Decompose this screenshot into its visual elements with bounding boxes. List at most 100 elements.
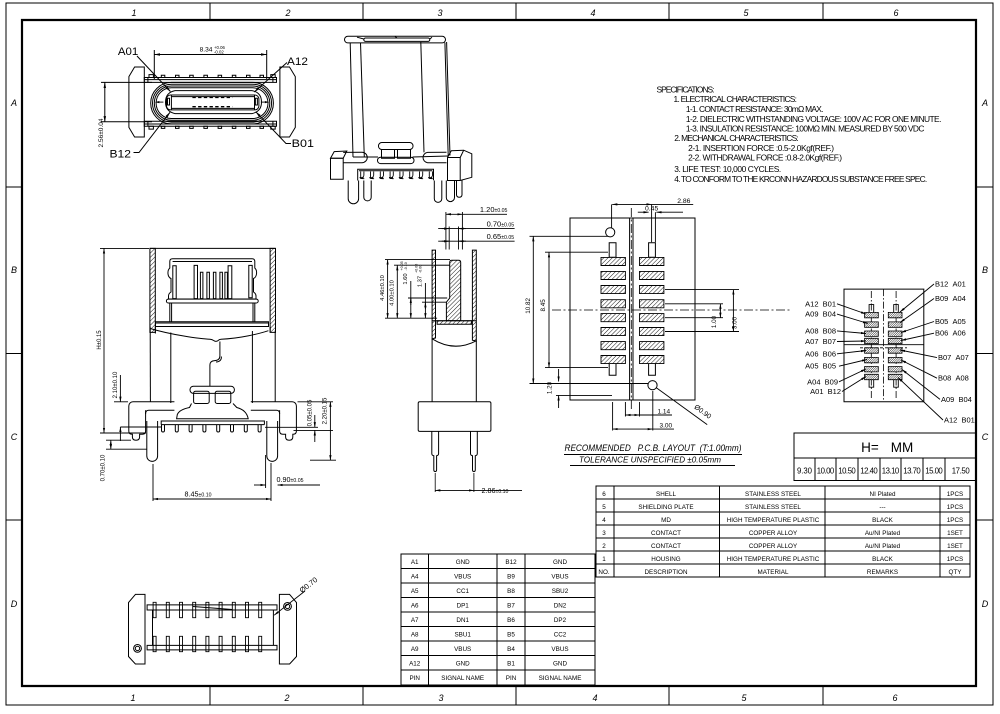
svg-text:Au/NI Plated: Au/NI Plated [865,543,901,550]
svg-text:A5: A5 [411,588,419,595]
svg-text:HIGH TEMPERATURE PLASTIC: HIGH TEMPERATURE PLASTIC [727,556,820,563]
svg-text:3: 3 [437,8,442,18]
svg-text:10.50: 10.50 [838,467,856,476]
svg-text:B12: B12 [505,559,517,566]
svg-text:5: 5 [743,8,749,18]
svg-text:2: 2 [602,543,606,550]
svg-text:H±0.15: H±0.15 [97,330,103,350]
svg-text:0.05±0.05: 0.05±0.05 [308,399,314,426]
svg-text:9.30: 9.30 [797,467,813,476]
svg-text:PIN: PIN [409,675,420,682]
svg-text:1.37: 1.37 [417,276,423,287]
svg-text:B06 A06: B06 A06 [935,329,966,338]
svg-text:GND: GND [456,661,470,668]
svg-text:1: 1 [602,556,606,563]
svg-text:A05 B05: A05 B05 [805,362,836,371]
svg-text:2.20±0.15: 2.20±0.15 [323,397,329,424]
svg-text:B01: B01 [292,138,314,150]
svg-text:4: 4 [590,8,595,18]
svg-text:B4: B4 [507,646,515,653]
svg-text:H=: H= [861,440,879,455]
svg-text:10.00: 10.00 [817,467,835,476]
svg-text:VBUS: VBUS [551,574,568,581]
svg-text:15.00: 15.00 [925,467,943,476]
svg-text:B08 A08: B08 A08 [938,374,969,383]
svg-text:B5: B5 [507,632,515,639]
svg-text:1: 1 [131,8,136,18]
svg-text:C: C [982,432,989,442]
svg-text:2: 2 [284,8,290,18]
svg-text:3.00: 3.00 [660,422,673,429]
svg-text:CONTACT: CONTACT [651,543,681,550]
svg-text:A9: A9 [411,646,419,653]
svg-text:1PCS: 1PCS [947,517,963,524]
svg-text:VBUS: VBUS [551,646,568,653]
svg-text:Au/NI Plated: Au/NI Plated [865,530,901,537]
svg-text:NO.: NO. [598,569,609,576]
svg-text:A12 B01: A12 B01 [944,416,975,425]
svg-text:1SET: 1SET [947,530,963,537]
svg-text:A09 B04: A09 B04 [941,395,972,404]
svg-text:17.50: 17.50 [952,467,971,476]
svg-text:A12 B01: A12 B01 [805,299,836,308]
svg-text:SHIELDING PLATE: SHIELDING PLATE [638,504,693,511]
svg-text:0.65±0.05: 0.65±0.05 [487,232,515,241]
svg-text:0.70±0.10: 0.70±0.10 [101,454,107,481]
svg-text:6: 6 [893,8,898,18]
svg-text:MD: MD [661,517,671,524]
svg-text:13.10: 13.10 [882,467,900,476]
svg-text:RECOMMENDED P.C.B. LAYOUT (: RECOMMENDED P.C.B. LAYOUT (T:1.00mm) [565,443,742,454]
svg-text:1.20: 1.20 [547,381,554,394]
svg-text:CC2: CC2 [554,632,567,639]
svg-text:VBUS: VBUS [454,574,471,581]
svg-text:DP2: DP2 [554,617,567,624]
svg-text:COPPER ALLOY: COPPER ALLOY [749,543,798,550]
svg-text:1.60: 1.60 [403,273,409,284]
svg-text:VBUS: VBUS [454,646,471,653]
svg-text:B12 A01: B12 A01 [935,279,966,288]
svg-text:GND: GND [553,661,567,668]
svg-text:1PCS: 1PCS [947,491,963,498]
svg-text:TOLERANCE UNSPECIFIED ±0.05mm: TOLERANCE UNSPECIFIED ±0.05mm [579,455,721,465]
svg-text:SIGNAL NAME: SIGNAL NAME [441,675,484,682]
svg-text:+0.05: +0.05 [414,264,418,273]
svg-text:-0.10: -0.10 [404,262,408,270]
svg-text:BLACK: BLACK [872,517,893,524]
svg-text:MM: MM [891,440,914,455]
svg-text:STAINLESS STEEL: STAINLESS STEEL [745,491,801,498]
svg-text:CC1: CC1 [456,588,469,595]
svg-text:B: B [982,265,988,275]
svg-text:DN1: DN1 [456,617,469,624]
svg-text:5: 5 [602,504,606,511]
svg-text:B: B [11,265,17,275]
svg-text:2.10±0.10: 2.10±0.10 [113,371,119,398]
svg-text:B8: B8 [507,588,515,595]
svg-text:HIGH TEMPERATURE PLASTIC: HIGH TEMPERATURE PLASTIC [727,517,820,524]
svg-text:SIGNAL NAME: SIGNAL NAME [539,675,582,682]
svg-text:D: D [982,599,989,609]
svg-text:Ø0.70: Ø0.70 [298,575,320,595]
svg-text:B7: B7 [507,603,515,610]
svg-text:A07 B07: A07 B07 [805,337,836,346]
svg-text:1.20±0.05: 1.20±0.05 [480,205,508,214]
svg-text:2. MECHANICAL CHARACTERISTICS:: 2. MECHANICAL CHARACTERISTICS: [674,133,799,143]
svg-text:2.86±0.10: 2.86±0.10 [482,486,509,495]
svg-text:HOUSING: HOUSING [651,556,680,563]
svg-text:B6: B6 [507,617,515,624]
svg-text:-0.02: -0.02 [214,50,224,55]
svg-text:Ø0.90: Ø0.90 [693,404,713,421]
svg-text:B09 A04: B09 A04 [935,294,966,303]
svg-text:GND: GND [553,559,567,566]
svg-text:SBU1: SBU1 [454,632,471,639]
svg-text:B1: B1 [507,661,515,668]
svg-text:+0.06: +0.06 [214,45,225,50]
svg-text:A06 B06: A06 B06 [805,349,836,358]
svg-text:4: 4 [602,517,606,524]
svg-text:A04 B09: A04 B09 [807,377,838,386]
svg-text:A: A [10,98,17,108]
svg-text:B9: B9 [507,574,515,581]
svg-text:8.34: 8.34 [200,47,213,54]
svg-text:D: D [11,599,18,609]
svg-text:A: A [981,98,988,108]
svg-text:DN2: DN2 [554,603,567,610]
